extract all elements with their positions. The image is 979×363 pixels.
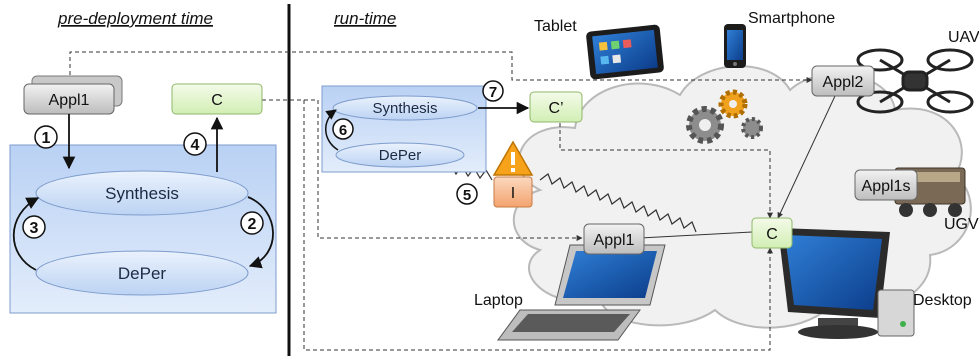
appl2-label: Appl2 [823,74,864,91]
tablet-icon [586,24,664,80]
ugv-label: UGV [944,216,979,233]
laptop-icon [497,244,666,341]
tablet-label: Tablet [534,18,577,35]
deper-label-run: DePer [379,147,422,164]
step-1: 1 [34,125,58,149]
smartphone-label: Smartphone [748,10,835,27]
loop-arrow-6 [325,109,339,151]
svg-text:3: 3 [30,220,39,237]
cloud-connectors [639,95,836,239]
deper-ellipse-run[interactable] [335,142,465,168]
synthesis-ellipse-pre[interactable] [35,170,249,216]
pre-arrows [12,114,274,271]
c-prime-box[interactable] [529,91,583,123]
synthesis-ellipse-run[interactable] [332,95,478,121]
svg-text:7: 7 [489,84,497,101]
deper-label-pre: DePer [118,264,167,283]
svg-text:6: 6 [339,122,347,139]
deper-ellipse-pre[interactable] [35,250,249,296]
incident-label: I [511,185,515,202]
synthesis-label-run: Synthesis [372,100,437,117]
smartphone-icon [724,24,746,68]
c-prime-label: C’ [548,100,563,117]
svg-text:4: 4 [191,137,200,154]
appl2-box[interactable] [811,65,875,97]
desktop-icon [778,228,915,339]
step-5: 5 [456,183,478,205]
svg-text:1: 1 [42,130,51,147]
laptop-label: Laptop [474,292,523,309]
incident-box[interactable] [493,176,533,208]
c-box-pre[interactable] [171,83,263,115]
step-4: 4 [183,132,207,156]
desktop-label: Desktop [913,292,972,309]
appl1s-label: Appl1s [862,178,911,195]
appl1-cloud-box[interactable] [583,223,645,255]
c-cloud-box[interactable] [751,217,793,249]
svg-text:5: 5 [463,187,471,204]
appl1s-box[interactable] [854,169,918,201]
synthesis-label-pre: Synthesis [105,184,179,203]
dashed-connectors [69,51,813,351]
run-time-header: run-time [334,9,396,28]
c-label-pre: C [211,92,223,109]
appl1-label: Appl1 [49,92,90,109]
c-cloud-label: C [766,226,778,243]
uav-label: UAV [948,29,979,46]
step-3: 3 [22,215,46,239]
step-6: 6 [332,118,354,140]
appl1-cloud-label: Appl1 [594,232,635,249]
step-2: 2 [240,211,264,235]
warning-icon [492,140,534,176]
pre-deployment-header: pre-deployment time [57,9,213,28]
uav-drone-icon [856,48,974,114]
gears-icon [686,89,763,144]
svg-text:2: 2 [248,216,257,233]
step-7: 7 [482,80,504,102]
zigzag-line [539,173,697,233]
